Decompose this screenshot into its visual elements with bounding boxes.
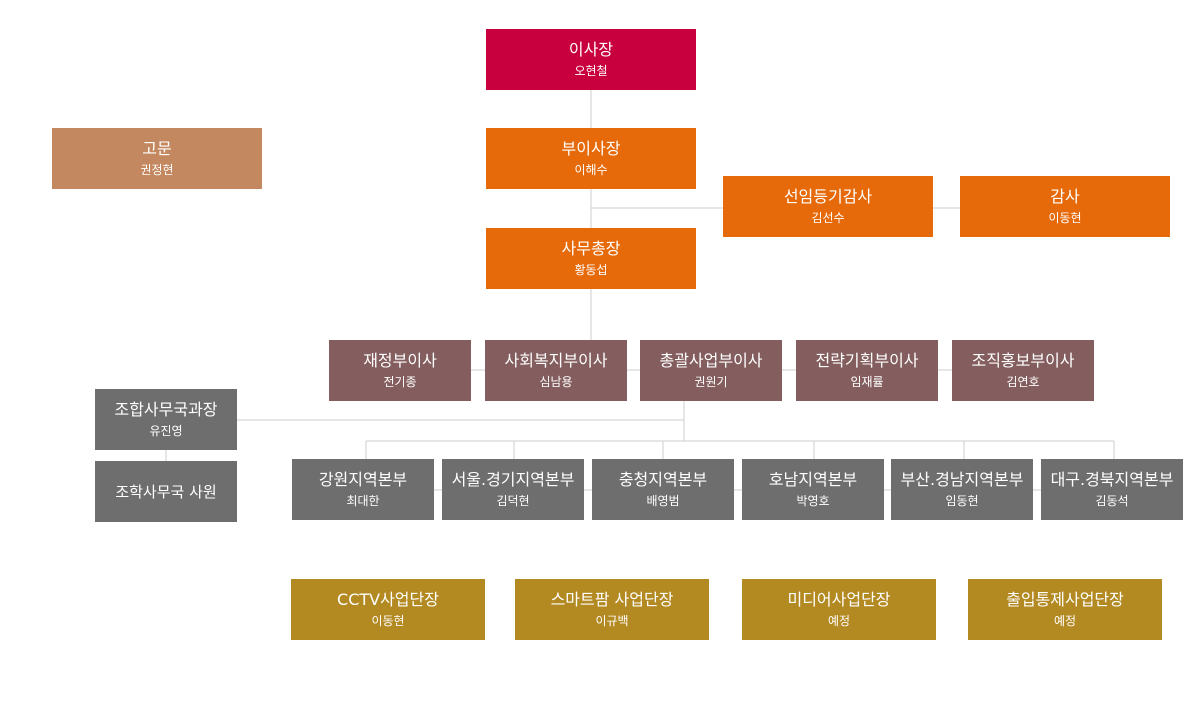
vice-chairman-name: 이해수: [574, 163, 608, 177]
advisor-title: 고문: [142, 139, 172, 158]
vice-president-title: 조직홍보부이사: [971, 351, 1075, 370]
regional-hq-box: 대구.경북지역본부 김동석: [1041, 459, 1183, 520]
vice-chairman-title: 부이사장: [561, 139, 621, 158]
union-office-staff-box: 조학사무국 사원: [95, 461, 237, 522]
vice-president-title: 사회복지부이사: [504, 351, 608, 370]
regional-hq-title: 호남지역본부: [768, 470, 858, 489]
regional-hq-title: 서울.경기지역본부: [451, 470, 575, 489]
business-unit-name: 예정: [827, 614, 851, 628]
vice-president-title: 전략기획부이사: [815, 351, 919, 370]
regional-hq-box: 서울.경기지역본부 김덕현: [442, 459, 584, 520]
advisor-name: 권정현: [140, 163, 174, 177]
regional-hq-title: 강원지역본부: [318, 470, 408, 489]
regional-hq-name: 김덕현: [496, 494, 530, 508]
union-office-manager-box: 조합사무국과장 유진영: [95, 389, 237, 450]
regional-hq-box: 충청지역본부 배영범: [592, 459, 734, 520]
regional-hq-box: 강원지역본부 최대한: [292, 459, 434, 520]
union-office-manager-name: 유진영: [149, 424, 183, 438]
secretary-general-box: 사무총장 황동섭: [486, 228, 696, 289]
regional-hq-name: 배영범: [646, 494, 680, 508]
regional-hq-name: 최대한: [346, 494, 380, 508]
chairman-name: 오현철: [574, 64, 608, 78]
auditor-title: 감사: [1050, 187, 1080, 206]
regional-hq-name: 박영호: [796, 494, 830, 508]
regional-hq-name: 임동현: [945, 494, 979, 508]
auditor-elect-box: 선임등기감사 김선수: [723, 176, 933, 237]
auditor-elect-name: 김선수: [811, 211, 845, 225]
advisor-box: 고문 권정현: [52, 128, 262, 189]
regional-hq-box: 부산.경남지역본부 임동현: [891, 459, 1033, 520]
regional-hq-title: 대구.경북지역본부: [1050, 470, 1174, 489]
vice-president-box: 전략기획부이사 임재률: [796, 340, 938, 401]
regional-hq-title: 부산.경남지역본부: [900, 470, 1024, 489]
business-unit-name: 이규백: [595, 614, 629, 628]
vice-president-box: 재정부이사 전기종: [329, 340, 471, 401]
business-unit-name: 이동현: [371, 614, 405, 628]
vice-president-title: 재정부이사: [363, 351, 437, 370]
auditor-elect-title: 선임등기감사: [783, 187, 873, 206]
vice-president-title: 총괄사업부이사: [659, 351, 763, 370]
vice-president-name: 권원기: [694, 375, 728, 389]
auditor-box: 감사 이동현: [960, 176, 1170, 237]
union-office-staff-title: 조학사무국 사원: [115, 482, 217, 501]
business-unit-name: 예정: [1053, 614, 1077, 628]
business-unit-box: CCTV사업단장 이동현: [291, 579, 485, 640]
vice-president-box: 총괄사업부이사 권원기: [640, 340, 782, 401]
business-unit-box: 출입통제사업단장 예정: [968, 579, 1162, 640]
vice-president-box: 조직홍보부이사 김연호: [952, 340, 1094, 401]
business-unit-title: CCTV사업단장: [337, 590, 439, 609]
vice-president-name: 전기종: [383, 375, 417, 389]
chairman-title: 이사장: [568, 40, 614, 59]
business-unit-title: 미디어사업단장: [787, 590, 891, 609]
vice-president-box: 사회복지부이사 심남용: [485, 340, 627, 401]
chairman-box: 이사장 오현철: [486, 29, 696, 90]
auditor-name: 이동현: [1048, 211, 1082, 225]
vice-president-name: 심남용: [539, 375, 573, 389]
business-unit-box: 스마트팜 사업단장 이규백: [515, 579, 709, 640]
vice-president-name: 임재률: [850, 375, 884, 389]
secretary-general-name: 황동섭: [574, 263, 608, 277]
business-unit-title: 출입통제사업단장: [1006, 590, 1124, 609]
vice-president-name: 김연호: [1006, 375, 1040, 389]
secretary-general-title: 사무총장: [561, 239, 621, 258]
business-unit-box: 미디어사업단장 예정: [742, 579, 936, 640]
union-office-manager-title: 조합사무국과장: [114, 400, 218, 419]
business-unit-title: 스마트팜 사업단장: [550, 590, 674, 609]
regional-hq-title: 충청지역본부: [618, 470, 708, 489]
regional-hq-name: 김동석: [1095, 494, 1129, 508]
vice-chairman-box: 부이사장 이해수: [486, 128, 696, 189]
regional-hq-box: 호남지역본부 박영호: [742, 459, 884, 520]
